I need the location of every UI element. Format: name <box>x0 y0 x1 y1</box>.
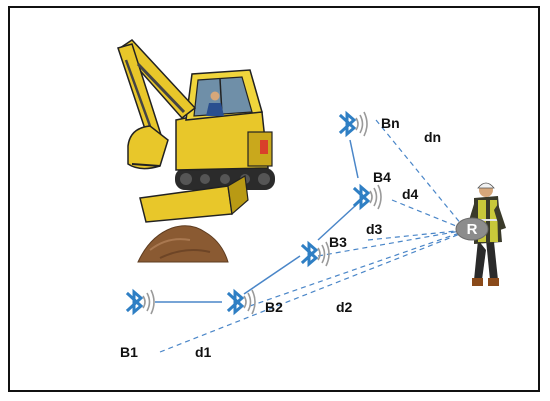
beacon-b2 <box>227 289 256 315</box>
beacon-bn <box>339 111 368 137</box>
signal-waves-icon <box>142 289 155 315</box>
receiver: R <box>455 217 489 241</box>
distance-line-d3b <box>367 229 467 241</box>
distance-label-d4: d4 <box>402 186 419 202</box>
distance-line-dn <box>375 119 467 231</box>
beacon-b3 <box>301 241 330 267</box>
diagram-frame <box>8 6 540 392</box>
distance-line-d2 <box>249 229 469 307</box>
signal-waves-icon <box>369 184 382 210</box>
worker-icon <box>466 182 506 286</box>
beacon-label-b1: B1 <box>120 344 138 360</box>
receiver-label: R <box>467 221 478 238</box>
signal-waves-icon <box>355 111 368 137</box>
excavator-icon <box>117 39 275 223</box>
beacon-b1 <box>126 289 155 315</box>
distance-label-d1: d1 <box>195 344 212 360</box>
bluetooth-icon <box>339 112 356 136</box>
bluetooth-icon <box>301 242 318 266</box>
distance-line-d3 <box>317 229 467 257</box>
bluetooth-icon <box>227 290 244 314</box>
distance-line-d1 <box>159 229 471 353</box>
beacon-label-b4: B4 <box>373 169 391 185</box>
distance-label-dn: dn <box>424 129 441 145</box>
soil-mound-icon <box>137 225 229 263</box>
bluetooth-icon <box>126 290 143 314</box>
distance-label-d2: d2 <box>336 299 353 315</box>
beacon-b4 <box>353 184 382 210</box>
beacon-label-b2: B2 <box>265 299 283 315</box>
distance-lines <box>159 119 471 353</box>
beacon-links <box>155 139 359 303</box>
beacon-label-bn: Bn <box>381 115 400 131</box>
bluetooth-icon <box>353 185 370 209</box>
beacon-label-b3: B3 <box>329 234 347 250</box>
distance-line-d4 <box>391 199 467 231</box>
distance-label-d3: d3 <box>366 221 383 237</box>
